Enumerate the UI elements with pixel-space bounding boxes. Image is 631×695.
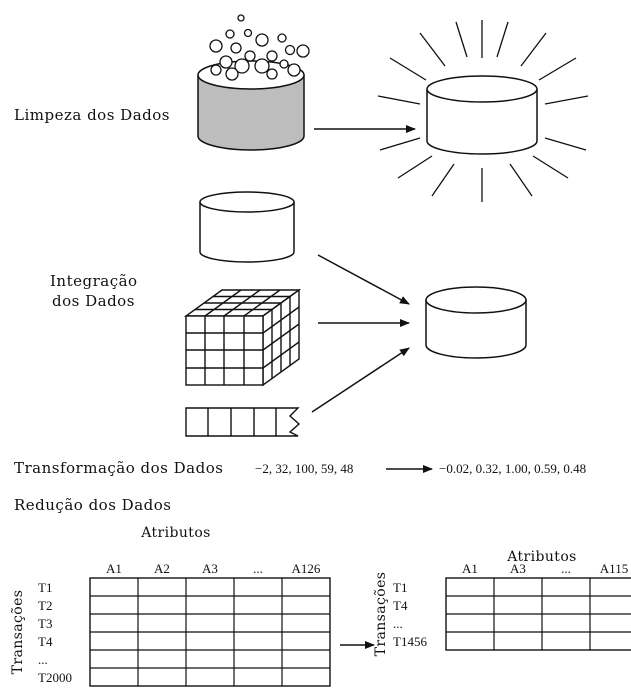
transformation-label: Transformação dos Dados — [14, 459, 223, 477]
column-header: A115 — [600, 561, 628, 576]
clean-data-cylinder — [426, 75, 538, 155]
row-label: T2 — [38, 598, 52, 613]
row-label: T4 — [38, 634, 53, 649]
row-label: T1456 — [393, 634, 427, 649]
row-label: T1 — [393, 580, 407, 595]
column-header: A1 — [106, 561, 122, 576]
column-header: A126 — [292, 561, 321, 576]
transformation-output-values: −0.02, 0.32, 1.00, 0.59, 0.48 — [439, 461, 586, 476]
transformation-input-values: −2, 32, 100, 59, 48 — [255, 461, 353, 476]
row-label: T3 — [38, 616, 52, 631]
flat-file-strip — [185, 407, 301, 437]
row-label: ... — [38, 652, 48, 667]
row-label: ... — [393, 616, 403, 631]
column-header: A3 — [510, 561, 526, 576]
integration-arrow-bottom — [311, 347, 410, 413]
side-label: Transações — [373, 572, 389, 657]
shine-rays — [377, 20, 589, 202]
row-label: T2000 — [38, 670, 72, 685]
column-header: A3 — [202, 561, 218, 576]
integration-arrow-top — [317, 254, 410, 305]
integration-label-line2: dos Dados — [52, 292, 135, 310]
integration-label-line1: Integração — [50, 272, 138, 290]
column-header: ... — [561, 561, 571, 576]
column-header: ... — [253, 561, 263, 576]
source-cylinder — [199, 191, 295, 263]
column-header: A2 — [154, 561, 170, 576]
table-title: Atributos — [506, 549, 576, 565]
integrated-cylinder — [425, 286, 527, 359]
table-title: Atributos — [140, 525, 210, 541]
side-label: Transações — [10, 590, 26, 675]
column-header: A1 — [462, 561, 478, 576]
reduction-label: Redução dos Dados — [14, 496, 171, 514]
row-label: T4 — [393, 598, 408, 613]
data-cube — [183, 288, 302, 387]
row-label: T1 — [38, 580, 52, 595]
dirt-bubbles — [209, 14, 310, 81]
cleaning-label: Limpeza dos Dados — [14, 106, 170, 124]
